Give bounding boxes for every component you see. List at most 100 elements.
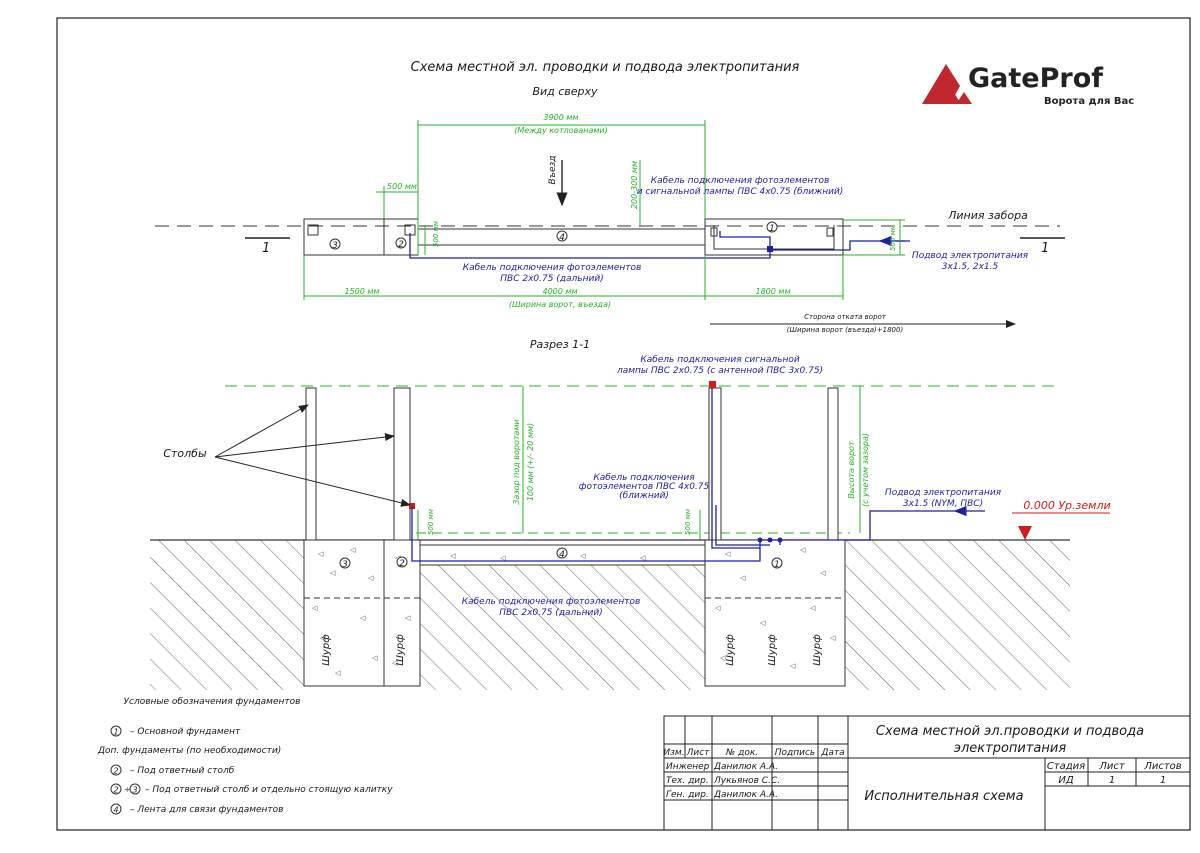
- legend-strip: – Лента для связи фундаментов: [130, 805, 284, 815]
- svg-text:÷: ÷: [124, 785, 131, 794]
- post-3: [708, 387, 722, 541]
- svg-text:◁: ◁: [360, 614, 366, 622]
- entry-label: Въезд: [548, 155, 558, 184]
- svg-text:◁: ◁: [500, 554, 506, 562]
- svg-text:◁: ◁: [725, 550, 731, 558]
- legend-marker-2: 2: [113, 767, 118, 776]
- foundation-3-plan: [303, 218, 385, 256]
- svg-text:◁: ◁: [312, 604, 318, 612]
- stamp-role-2: Тех. дир.: [666, 776, 709, 786]
- svg-text:◁: ◁: [580, 552, 586, 560]
- legend-response-wicket: – Под ответный столб и отдельно стоящую …: [145, 785, 393, 795]
- section-marker-2: 2: [399, 559, 405, 569]
- pit-label-4: Шурф: [767, 634, 778, 666]
- svg-text:◁: ◁: [395, 554, 401, 562]
- stamp-title-2: электропитания: [954, 741, 1067, 756]
- pit-label-1: Шурф: [321, 634, 332, 666]
- section-marker-3: 3: [342, 560, 348, 570]
- svg-text:◁: ◁: [320, 634, 326, 642]
- svg-text:◁: ◁: [820, 569, 826, 577]
- plan-marker-2: 2: [398, 240, 404, 250]
- stamp-stage-header: Стадия: [1047, 761, 1085, 772]
- near-cable-label: Кабель подключения фотоэлементов: [651, 176, 830, 186]
- section-mark-left: 1: [262, 241, 270, 256]
- legend-extra-title: Доп. фундаменты (по необходимости): [97, 746, 281, 756]
- stamp-sheets-header: Листов: [1143, 761, 1181, 772]
- svg-text:◁: ◁: [330, 569, 336, 577]
- section-marker-1: 1: [774, 560, 780, 570]
- plan-view-label: Вид сверху: [532, 85, 598, 98]
- legend-main: – Основной фундамент: [130, 727, 241, 737]
- dim-1800: 1800 мм: [756, 287, 791, 296]
- dim-500-left: 500 мм: [427, 508, 435, 535]
- foundation-1-plan: [704, 218, 844, 256]
- pit-label-3: Шурф: [725, 634, 736, 666]
- power-label-plan-2: 3х1.5, 2х1.5: [942, 262, 999, 272]
- svg-text:◁: ◁: [830, 634, 836, 642]
- legend-marker-4: 4: [113, 806, 118, 815]
- far-cable-section-label: Кабель подключения фотоэлементов: [462, 597, 641, 607]
- stamp-stage: ИД: [1058, 775, 1073, 786]
- dim-left-small: 500 мм: [387, 182, 417, 191]
- photocell-left: [409, 503, 415, 509]
- stamp-h-sign: Подпись: [775, 748, 815, 758]
- dim-right-depth: 500 мм: [889, 224, 897, 251]
- power-label-plan: Подвод электропитания: [912, 251, 1029, 261]
- legend-title: Условные обозначения фундаментов: [124, 697, 301, 707]
- plan-marker-1: 1: [769, 224, 775, 234]
- lamp-cable-label: Кабель подключения сигнальной: [640, 355, 800, 365]
- clearance-label: Зазор под воротами: [512, 419, 521, 504]
- section-view: ◁◁◁◁ ◁◁◁◁ ◁◁◁◁ ◁◁◁◁ ◁◁◁◁ ◁◁◁◁ ◁◁ Шурф Шу…: [150, 355, 1111, 690]
- legend: Условные обозначения фундаментов 1 – Осн…: [97, 697, 393, 815]
- post-4: [827, 387, 839, 541]
- stamp-name-3: Данилюк А.А.: [713, 790, 778, 800]
- signal-lamp: [709, 381, 716, 388]
- rollback-note: (Ширина ворот (въезда)+1800): [787, 326, 904, 334]
- pit-label-2: Шурф: [395, 634, 406, 666]
- svg-text:◁: ◁: [720, 654, 726, 662]
- pit-label-5: Шурф: [812, 634, 823, 666]
- dim-1500: 1500 мм: [345, 287, 380, 296]
- svg-text:◁: ◁: [372, 654, 378, 662]
- dim-4000: 4000 мм: [543, 287, 578, 296]
- svg-text:◁: ◁: [450, 552, 456, 560]
- fence-line-label: Линия забора: [947, 209, 1028, 222]
- ground-level-label: 0.000 Ур.земли: [1023, 499, 1110, 512]
- svg-text:◁: ◁: [790, 662, 796, 670]
- section-label: Разрез 1-1: [530, 338, 590, 351]
- power-label-section-2: 3х1.5 (NYM, ПВС): [903, 499, 983, 509]
- svg-text:◁: ◁: [740, 574, 746, 582]
- legend-marker-2b: 2: [113, 786, 118, 795]
- svg-text:◁: ◁: [335, 669, 341, 677]
- dim-opening-note: (Между котлованами): [514, 126, 607, 135]
- plan-marker-4: 4: [559, 233, 565, 243]
- frame-border: [56, 17, 1191, 831]
- level-triangle: [1018, 526, 1032, 540]
- lamp-cable-label-2: лампы ПВС 2х0.75 (с антенной ПВС 3х0.75): [616, 366, 823, 376]
- legend-marker-3: 3: [132, 786, 137, 795]
- svg-text:◁: ◁: [368, 574, 374, 582]
- section-marker-4: 4: [559, 550, 565, 560]
- height-label: Высота ворот: [847, 441, 856, 499]
- posts-label: Столбы: [163, 447, 207, 460]
- stamp-h-date: Дата: [820, 748, 844, 758]
- svg-text:◁: ◁: [350, 546, 356, 554]
- stamp-sheets: 1: [1160, 775, 1166, 786]
- height-label-2: (с учетом зазора): [861, 433, 870, 507]
- legend-response-post: – Под ответный столб: [130, 766, 235, 776]
- dim-4000-note: (Ширина ворот, въезда): [509, 300, 611, 309]
- dim-left-depth: 500 мм: [432, 220, 440, 247]
- stamp-sheet: 1: [1109, 775, 1115, 786]
- photo-cable-label: Кабель подключения: [593, 473, 695, 483]
- title-block: [663, 715, 1191, 831]
- stamp-doc-type: Исполнительная схема: [864, 789, 1023, 804]
- dim-gap: 200-300 мм: [630, 161, 639, 209]
- plan-view: 1 1 3 2 4 1: [155, 113, 1065, 334]
- far-cable-label-2: ПВС 2х0.75 (дальний): [500, 274, 603, 284]
- stamp-role-3: Ген. дир.: [666, 790, 709, 800]
- stamp-sheet-header: Лист: [1098, 761, 1126, 772]
- svg-text:◁: ◁: [800, 546, 806, 554]
- svg-text:◁: ◁: [810, 604, 816, 612]
